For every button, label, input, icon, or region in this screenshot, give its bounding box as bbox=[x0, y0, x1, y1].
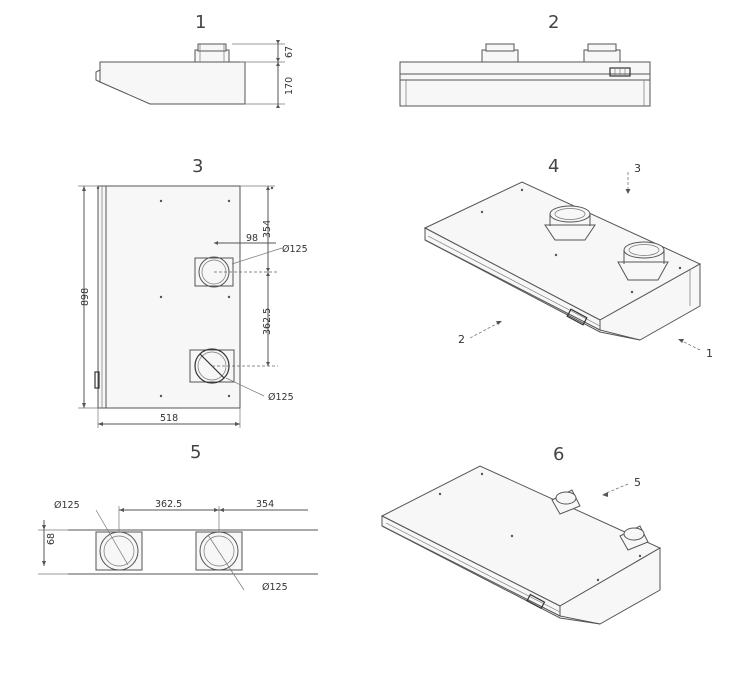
arrow-label-5: 5 bbox=[634, 476, 641, 489]
dim5-362-5: 362.5 bbox=[155, 499, 182, 510]
arrow-label-1: 1 bbox=[706, 347, 713, 360]
view-2-front: 2 bbox=[399, 12, 651, 107]
dim5-dia125-b: Ø125 bbox=[262, 582, 288, 593]
dim-dia125-a: Ø125 bbox=[282, 244, 308, 255]
view-6-isometric: 6 5 bbox=[380, 444, 662, 625]
dim-362-5: 362.5 bbox=[262, 308, 273, 335]
dim-67: 67 bbox=[284, 46, 295, 58]
view-1-side: 1 67 170 bbox=[95, 12, 295, 108]
dim5-354: 354 bbox=[256, 499, 274, 510]
view-4-number: 4 bbox=[548, 156, 559, 177]
dim-170: 170 bbox=[284, 77, 295, 95]
view-4-isometric: 4 3 2 1 bbox=[423, 156, 713, 360]
dim5-dia125-a: Ø125 bbox=[54, 500, 80, 511]
dim-354: 354 bbox=[262, 220, 273, 238]
view-1-number: 1 bbox=[195, 12, 206, 33]
dim-518: 518 bbox=[160, 413, 178, 424]
view-5-number: 5 bbox=[190, 442, 201, 463]
view-5-detail: 5 362.5 354 Ø125 Ø125 68 bbox=[38, 442, 318, 593]
view-6-number: 6 bbox=[553, 444, 564, 465]
dim5-68: 68 bbox=[46, 533, 57, 545]
dim-dia125-b: Ø125 bbox=[268, 392, 294, 403]
view-3-top: 3 354 362.5 98 Ø125 bbox=[78, 156, 308, 428]
arrow-label-3: 3 bbox=[634, 162, 641, 175]
dim-98: 98 bbox=[246, 233, 258, 244]
view-3-number: 3 bbox=[192, 156, 203, 177]
view-2-number: 2 bbox=[548, 12, 559, 33]
dim-898: 898 bbox=[80, 288, 91, 306]
arrow-label-2: 2 bbox=[458, 333, 465, 346]
